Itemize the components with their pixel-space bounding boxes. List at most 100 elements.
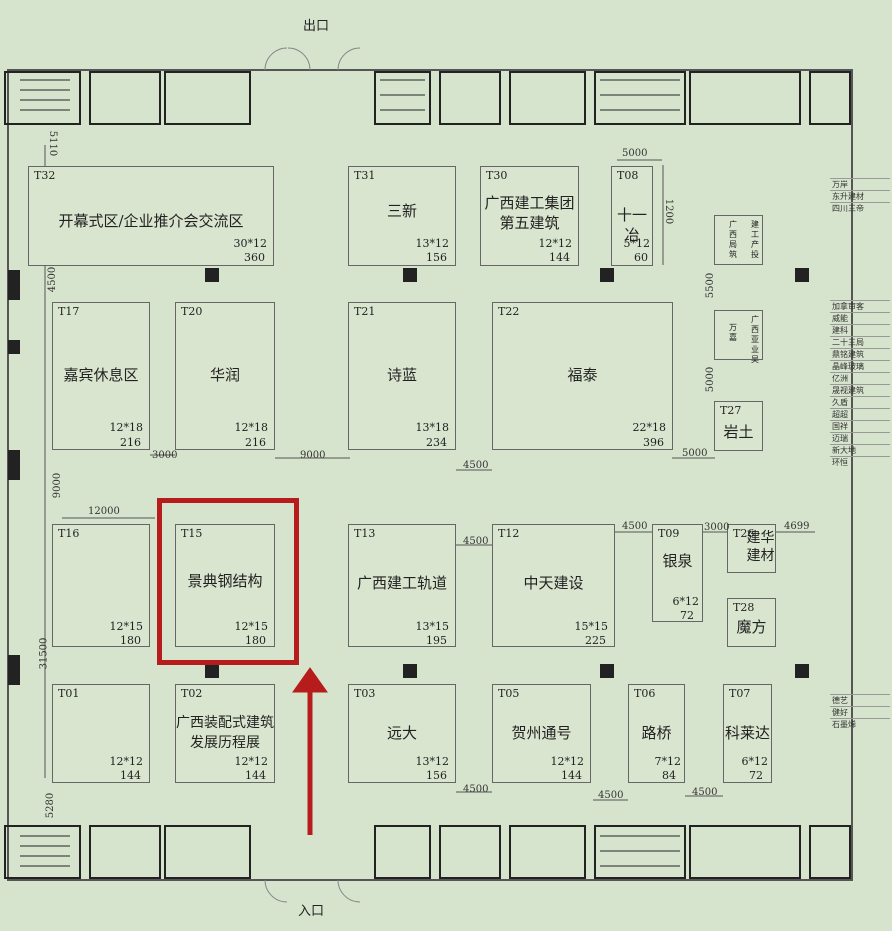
small-booth-label: 万嘉 <box>729 323 737 342</box>
booth-area: 195 <box>426 634 447 647</box>
booth-t08[interactable]: T08 十一冶 5*12 60 <box>611 166 653 266</box>
booth-t22[interactable]: T22 福泰 22*18 396 <box>492 302 673 450</box>
booth-size: 15*15 <box>574 620 609 633</box>
booth-code: T31 <box>354 169 376 182</box>
booth-t07[interactable]: T07 科莱达 6*12 72 <box>723 684 772 783</box>
booth-t31[interactable]: T31 三新 13*12 156 <box>348 166 456 266</box>
small-booth-label: 广西亚业吴 <box>751 315 759 364</box>
booth-code: T27 <box>720 404 742 417</box>
side-booth[interactable]: 德艺 <box>830 694 890 706</box>
dimension-label: 9000 <box>300 450 326 461</box>
booth-code: T03 <box>354 687 376 700</box>
small-booth-label: 建工产投 <box>751 220 759 259</box>
side-booth-column-mid: 加拿审客 威能 建科 二十三局 鼎铭建筑 晶峰玻璃 亿洲 晟视建筑 久盾 超超 … <box>830 300 890 468</box>
booth-code: T12 <box>498 527 520 540</box>
booth-code: T30 <box>486 169 508 182</box>
booth-area: 144 <box>549 251 570 264</box>
booth-code: T05 <box>498 687 520 700</box>
side-booth[interactable]: 亿洲 <box>830 372 890 384</box>
booth-code: T09 <box>658 527 680 540</box>
booth-t01[interactable]: T01 12*12 144 <box>52 684 150 783</box>
side-booth[interactable]: 东升建材 <box>830 190 890 202</box>
booth-t15[interactable]: T15 景典钢结构 12*15 180 <box>175 524 275 647</box>
booth-t27[interactable]: T27 岩土 <box>714 401 763 451</box>
side-booth[interactable]: 鼎铭建筑 <box>830 348 890 360</box>
booth-t12[interactable]: T12 中天建设 15*15 225 <box>492 524 615 647</box>
booth-code: T06 <box>634 687 656 700</box>
side-booth[interactable]: 新大地 <box>830 444 890 456</box>
booth-t05[interactable]: T05 贺州通号 12*12 144 <box>492 684 591 783</box>
booth-code: T13 <box>354 527 376 540</box>
booth-area: 144 <box>245 769 266 782</box>
dimension-label: 5110 <box>47 130 59 157</box>
booth-t03[interactable]: T03 远大 13*12 156 <box>348 684 456 783</box>
booth-name: 建华 建材 <box>746 530 775 564</box>
small-booth-group-2[interactable]: 万嘉 广西亚业吴 <box>714 310 763 364</box>
side-booth[interactable]: 二十三局 <box>830 336 890 348</box>
highlight-frame <box>157 498 299 665</box>
side-booth[interactable]: 加拿审客 <box>830 300 890 312</box>
booth-t28[interactable]: T28 魔方 <box>727 598 776 647</box>
booth-size: 13*12 <box>415 237 450 250</box>
side-booth[interactable]: 晶峰玻璃 <box>830 360 890 372</box>
booth-area: 156 <box>426 251 447 264</box>
dimension-label: 4500 <box>47 266 59 293</box>
side-booth[interactable]: 四川三帝 <box>830 202 890 214</box>
side-booth[interactable]: 健好 <box>830 706 890 718</box>
booth-code: T15 <box>181 527 203 540</box>
booth-t13[interactable]: T13 广西建工轨道 13*15 195 <box>348 524 456 647</box>
booth-name: 嘉宾休息区 <box>63 366 139 384</box>
booth-t16[interactable]: T16 12*15 180 <box>52 524 150 647</box>
side-booth[interactable]: 威能 <box>830 312 890 324</box>
booth-t30[interactable]: T30 广西建工集团 第五建筑 12*12 144 <box>480 166 579 266</box>
side-booth[interactable]: 迈瑞 <box>830 432 890 444</box>
booth-area: 72 <box>749 769 763 782</box>
booth-area: 234 <box>426 436 447 449</box>
booth-t32[interactable]: T32 开幕式区/企业推介会交流区 30*12 360 <box>28 166 274 266</box>
side-booth[interactable]: 国祥 <box>830 420 890 432</box>
booth-size: 12*15 <box>234 620 269 633</box>
side-booth[interactable]: 建科 <box>830 324 890 336</box>
dimension-label: 4500 <box>692 787 718 798</box>
booth-t20[interactable]: T20 华润 12*18 216 <box>175 302 275 450</box>
booth-name: 广西建工轨道 <box>356 574 447 592</box>
side-booth[interactable]: 万岸 <box>830 178 890 190</box>
side-booth[interactable]: 超超 <box>830 408 890 420</box>
booth-area: 144 <box>120 769 141 782</box>
side-booth-column-top: 万岸 东升建材 四川三帝 <box>830 178 890 214</box>
dimension-label: 31500 <box>38 637 50 670</box>
dimension-label: 9000 <box>52 472 64 499</box>
exit-label: 出口 <box>303 19 330 34</box>
dimension-label: 4500 <box>463 536 489 547</box>
booth-code: T07 <box>729 687 751 700</box>
dimension-label: 5000 <box>622 148 648 159</box>
booth-code: T21 <box>354 305 376 318</box>
booth-t06[interactable]: T06 路桥 7*12 84 <box>628 684 685 783</box>
small-booth-group-1[interactable]: 广西局筑 建工产投 <box>714 215 763 265</box>
booth-name: 福泰 <box>567 366 598 384</box>
booth-t02[interactable]: T02 广西装配式建筑 发展历程展 12*12 144 <box>175 684 275 783</box>
side-booth[interactable]: 久盾 <box>830 396 890 408</box>
booth-size: 12*15 <box>109 620 144 633</box>
booth-t21[interactable]: T21 诗蓝 13*18 234 <box>348 302 456 450</box>
booth-name: 路桥 <box>641 724 672 742</box>
booth-code: T16 <box>58 527 80 540</box>
dimension-label: 4500 <box>463 460 489 471</box>
booth-code: T20 <box>181 305 203 318</box>
booth-name: 远大 <box>386 724 417 742</box>
dimension-label: 5500 <box>705 272 717 299</box>
booth-size: 5*12 <box>623 237 651 250</box>
booth-size: 12*12 <box>109 755 144 768</box>
side-booth[interactable]: 晟视建筑 <box>830 384 890 396</box>
side-booth[interactable]: 石墨烯 <box>830 718 890 730</box>
side-booth[interactable]: 环恒 <box>830 456 890 468</box>
booth-t17[interactable]: T17 嘉宾休息区 12*18 216 <box>52 302 150 450</box>
booth-t09[interactable]: T09 银泉 6*12 72 <box>652 524 703 622</box>
booth-size: 6*12 <box>741 755 769 768</box>
dimension-label: 5280 <box>45 792 57 819</box>
booth-name: 三新 <box>386 202 417 220</box>
booth-t26[interactable]: T26 建华 建材 <box>727 524 776 573</box>
entrance-label: 入口 <box>298 904 325 919</box>
booth-code: T32 <box>34 169 56 182</box>
